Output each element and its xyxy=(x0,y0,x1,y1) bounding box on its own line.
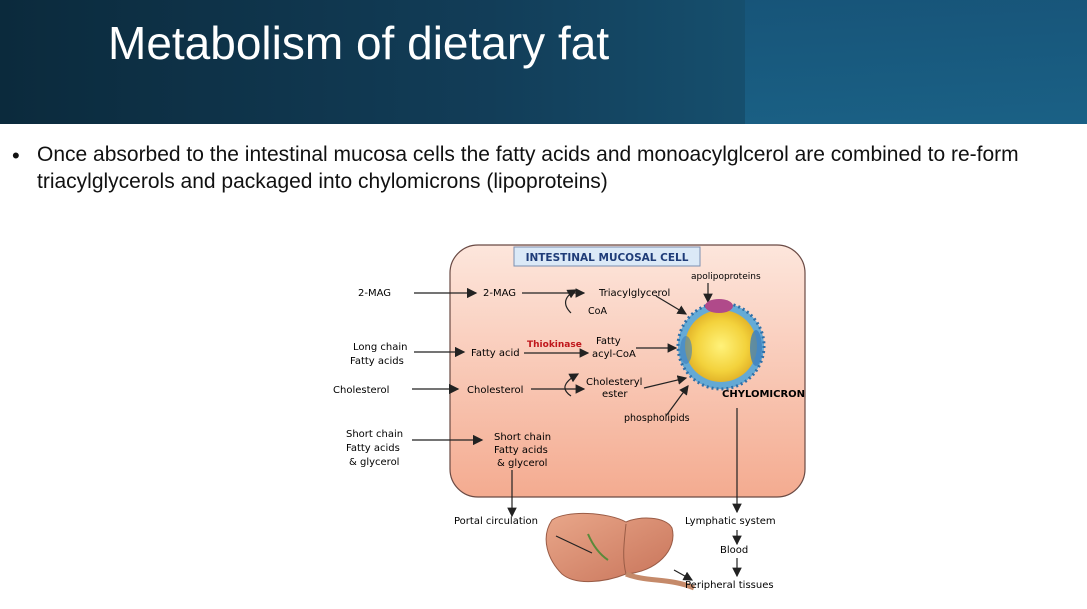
input-long-chain-1: Long chain xyxy=(353,342,407,353)
inside-cholesterol: Cholesterol xyxy=(467,385,523,396)
bullet-text: Once absorbed to the intestinal mucosa c… xyxy=(37,143,1019,193)
blood-label: Blood xyxy=(720,545,748,556)
input-cholesterol: Cholesterol xyxy=(333,385,389,396)
inside-short-chain-2: Fatty acids xyxy=(494,445,548,456)
input-short-chain-2: Fatty acids xyxy=(346,443,400,454)
coa-label: CoA xyxy=(588,306,607,317)
cell-label: INTESTINAL MUCOSAL CELL xyxy=(526,252,689,264)
header-accent-band xyxy=(745,0,1087,124)
input-short-chain-1: Short chain xyxy=(346,429,403,440)
liver-illustration xyxy=(545,512,695,591)
fatty-acyl-label-2: acyl-CoA xyxy=(592,349,636,360)
cholesteryl-label-1: Cholesteryl xyxy=(586,377,642,388)
triacylglycerol-label: Triacylglycerol xyxy=(598,288,670,299)
portal-circulation-label: Portal circulation xyxy=(454,516,538,527)
lymphatic-system-label: Lymphatic system xyxy=(685,516,776,527)
slide-title: Metabolism of dietary fat xyxy=(108,17,610,69)
inside-short-chain-1: Short chain xyxy=(494,432,551,443)
input-2mag: 2-MAG xyxy=(358,288,391,299)
fatty-acyl-label-1: Fatty xyxy=(596,336,621,347)
slide-header: Metabolism of dietary fat xyxy=(0,0,1087,124)
input-short-chain-3: & glycerol xyxy=(349,457,399,468)
thiokinase-label: Thiokinase xyxy=(527,340,582,350)
input-long-chain-2: Fatty acids xyxy=(350,356,404,367)
peripheral-tissues-label: Peripheral tissues xyxy=(685,580,774,591)
cell-label-box xyxy=(513,246,701,267)
chylomicron-particle xyxy=(676,299,766,391)
apolipoproteins-label: apolipoproteins xyxy=(691,272,761,282)
inside-short-chain-3: & glycerol xyxy=(497,458,547,469)
fat-metabolism-diagram: INTESTINAL MUCOSAL CELL 2-MAG Long chain… xyxy=(326,238,806,593)
bullet-marker: • xyxy=(12,143,20,168)
inside-2mag: 2-MAG xyxy=(483,288,516,299)
cholesteryl-label-2: ester xyxy=(602,389,628,400)
phospholipids-label: phospholipids xyxy=(624,413,690,424)
chylomicron-label: CHYLOMICRON xyxy=(722,389,805,400)
inside-fatty-acid: Fatty acid xyxy=(471,348,520,359)
